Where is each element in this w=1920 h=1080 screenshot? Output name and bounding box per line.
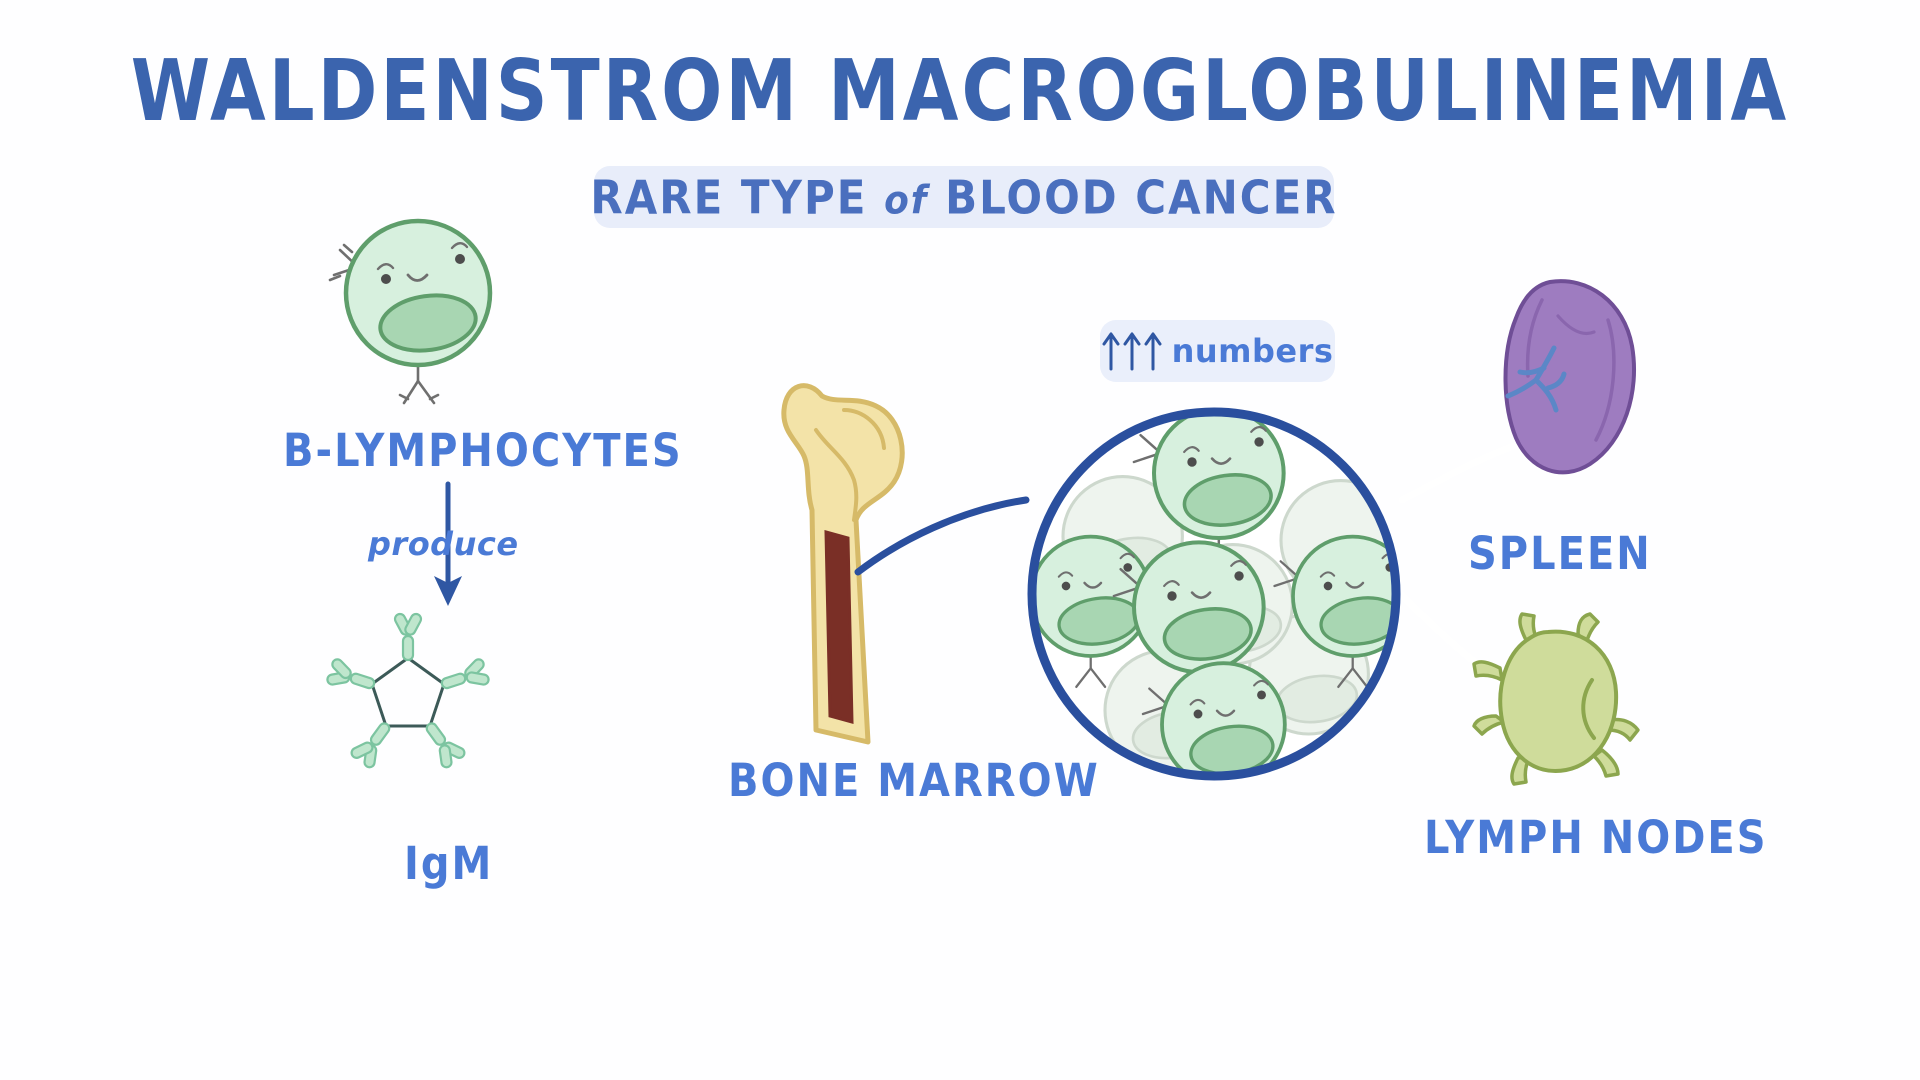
magnified-cells — [1027, 407, 1401, 781]
subtitle-chip: RARE TYPE of BLOOD CANCER — [590, 166, 1336, 228]
splenic-vessels-icon — [1505, 345, 1567, 413]
spleen-contour — [1556, 314, 1596, 336]
subtitle-text: RARE TYPE of BLOOD CANCER — [590, 170, 1337, 224]
b-lymphocyte-cell — [328, 218, 493, 405]
igm-monomers — [326, 612, 490, 769]
lymph-nodes — [1472, 612, 1640, 786]
bone-neck-line — [814, 428, 859, 522]
cell-eyebrow-left-icon — [376, 263, 395, 271]
spleen — [1503, 279, 1637, 475]
label-spleen: SPLEEN — [1468, 528, 1652, 581]
bone-head-line — [842, 408, 886, 450]
bone-marrow — [781, 383, 905, 745]
label-bone-marrow: BONE MARROW — [728, 755, 1100, 808]
igm-antibody — [326, 612, 490, 769]
spleen-contour — [1525, 298, 1544, 378]
marrow-cavity — [824, 530, 854, 724]
leader-bone-to-circle — [854, 496, 1030, 576]
label-b-lymphocytes: B-LYMPHOCYTES — [283, 425, 683, 478]
magnification-circle-border — [1027, 407, 1401, 781]
label-lymph-nodes: LYMPH NODES — [1424, 812, 1768, 865]
subtitle-of: of — [884, 177, 929, 223]
cell-eye-right-wink-icon — [406, 273, 429, 282]
lymph-node-hilum — [1581, 678, 1596, 740]
cell-eye-left-icon — [381, 274, 391, 284]
produce-arrow-icon — [434, 481, 462, 606]
numbers-label: numbers — [1171, 332, 1334, 370]
cell-eye-far-icon — [455, 254, 465, 264]
spleen-contour — [1594, 318, 1616, 442]
magnified-cell-cluster — [1032, 412, 1396, 776]
cell-eyebrow-far-icon — [450, 242, 469, 250]
label-igm: IgM — [404, 838, 494, 891]
edge-label-produce: produce — [368, 525, 519, 563]
numbers-badge: numbers — [1100, 320, 1335, 382]
igm-core — [370, 656, 446, 728]
subtitle-pre: RARE TYPE — [590, 170, 885, 224]
page-title: WALDENSTROM MACROGLOBULINEMIA — [130, 40, 1790, 141]
lymph-node-body — [1498, 629, 1619, 773]
cell-nucleus — [378, 293, 478, 353]
up-arrows-icon — [1102, 331, 1162, 371]
subtitle-post: BLOOD CANCER — [928, 170, 1338, 224]
